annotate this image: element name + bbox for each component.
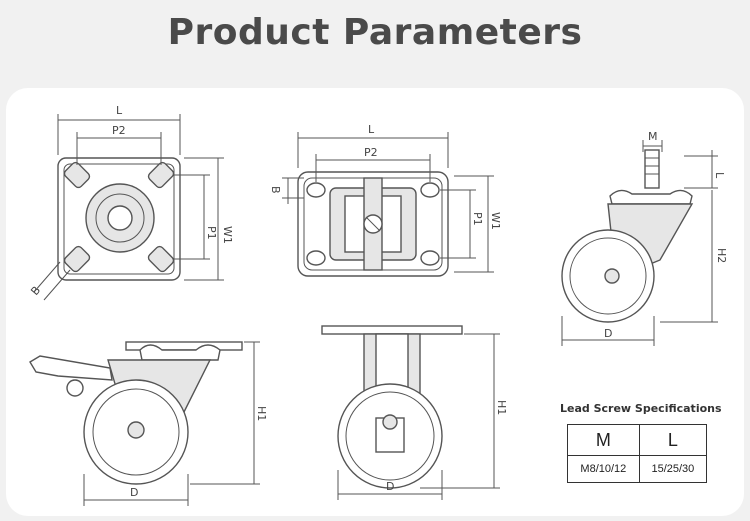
dim-label-p2-2: P2 — [364, 146, 378, 159]
threaded-caster-view — [561, 140, 718, 346]
dim-label-d-5: D — [386, 480, 394, 493]
dim-label-h2: H2 — [715, 248, 728, 263]
specs-title: Lead Screw Specifications — [560, 402, 722, 415]
dim-label-b-2: B — [269, 186, 282, 194]
dim-label-h1: H1 — [255, 406, 268, 421]
rect-plate-view — [282, 132, 494, 277]
specs-value-l: 15/25/30 — [638, 455, 708, 483]
dim-label-m: M — [648, 130, 658, 143]
specs-value-m: M8/10/12 — [567, 455, 640, 483]
page-title: Product Parameters — [167, 12, 583, 53]
dim-label-b: B — [28, 284, 43, 298]
dim-label-d-3: D — [604, 327, 612, 340]
dim-label-h1-5: H1 — [495, 400, 508, 415]
top-plate-view — [33, 114, 224, 301]
dim-label-p2: P2 — [112, 124, 126, 137]
dim-label-p1: P1 — [205, 226, 218, 240]
dim-label-p1-2: P1 — [471, 212, 484, 226]
specs-header-l: L — [638, 424, 708, 456]
dim-label-l-2: L — [368, 123, 375, 136]
dim-label-l-3: L — [713, 172, 726, 179]
dim-label-w1: W1 — [221, 226, 234, 244]
dim-label-w1-2: W1 — [489, 212, 502, 230]
brake-caster-view — [29, 341, 260, 506]
specs-header-m: M — [567, 424, 640, 456]
rigid-caster-view — [321, 325, 500, 500]
dim-label-d-4: D — [130, 486, 138, 499]
lead-screw-specs-table: M L M8/10/12 15/25/30 — [567, 424, 708, 483]
dim-label-l: L — [116, 104, 123, 117]
